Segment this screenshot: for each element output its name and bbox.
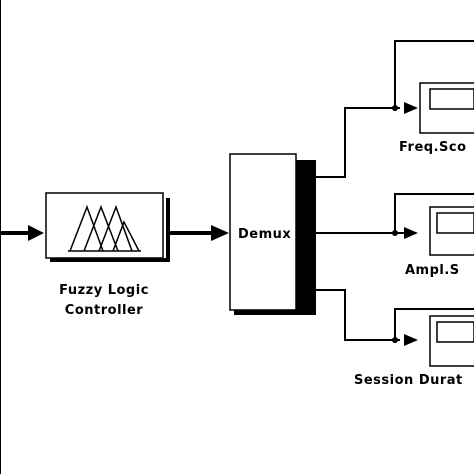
session-scope-block[interactable] — [429, 315, 474, 367]
freq-scope-label: Freq.Sco — [399, 140, 467, 155]
wire-to-ampl-scope — [316, 193, 474, 239]
ampl-scope-label: Ampl.S — [405, 263, 460, 278]
wire-to-session-scope — [316, 289, 474, 346]
input-wire — [0, 225, 44, 241]
fuzzy-logic-controller-label-1: Fuzzy Logic — [59, 283, 149, 298]
freq-scope-block[interactable] — [419, 82, 474, 134]
demux-label: Demux — [238, 227, 291, 242]
demux-block[interactable] — [229, 153, 316, 315]
wire-to-freq-scope — [316, 40, 474, 178]
ampl-scope-block[interactable] — [429, 206, 474, 256]
session-scope-screen-icon — [436, 321, 474, 343]
session-scope-label: Session Durat — [354, 373, 463, 388]
flc-to-demux-wire — [170, 225, 229, 241]
freq-scope-screen-icon — [429, 88, 474, 110]
ampl-scope-screen-icon — [436, 212, 474, 234]
membership-functions-icon — [68, 204, 141, 252]
fuzzy-logic-controller-block[interactable] — [45, 192, 170, 262]
fuzzy-logic-controller-label-2: Controller — [65, 303, 144, 318]
